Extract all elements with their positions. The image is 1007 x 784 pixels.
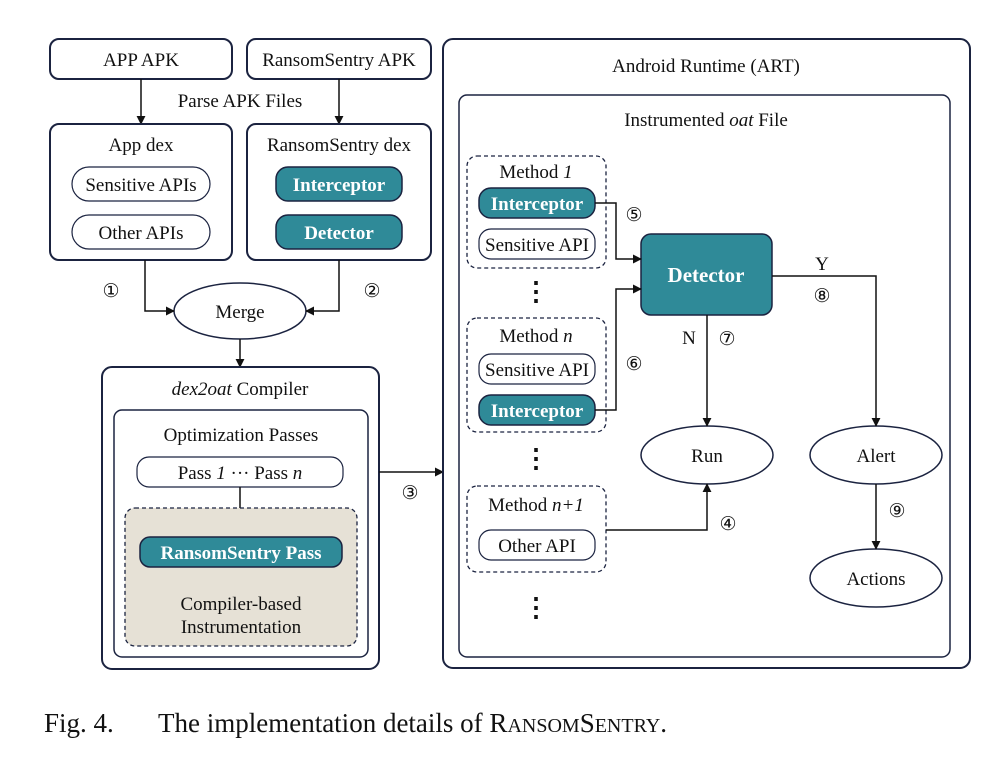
compiler-based-label: Compiler-based — [181, 594, 302, 615]
arrow-interceptor-1-to-detector — [595, 202, 642, 264]
method-n-plus-1-box: Method n+1 Other API — [466, 485, 607, 573]
step-1: ① — [102, 280, 119, 302]
merge-label: Merge — [215, 302, 264, 323]
figure-caption: Fig. 4.The implementation details of RAN… — [44, 708, 667, 738]
ransomsentry-apk-box: RansomSentry APK — [246, 38, 432, 80]
other-apis-label: Other APIs — [99, 223, 184, 244]
ellipsis-2: ⋮ — [523, 444, 549, 473]
method-1-interceptor-label: Interceptor — [491, 194, 584, 215]
pass-range-label: Pass 1 ··· Pass n — [178, 463, 303, 484]
ellipsis-3: ⋮ — [523, 593, 549, 622]
method-n-plus-1-label: Method n+1 — [488, 495, 584, 516]
arrow-other-api-to-run — [606, 483, 712, 531]
arrow-detector-to-alert — [772, 275, 881, 427]
ransomsentry-pass-label: RansomSentry Pass — [161, 543, 322, 564]
parse-apk-label: Parse APK Files — [178, 91, 303, 112]
arrow-interceptor-n-to-detector — [595, 284, 642, 411]
app-apk-label: APP APK — [103, 50, 179, 71]
step-6: ⑥ — [625, 353, 642, 375]
no-label: N — [682, 328, 696, 349]
step-3: ③ — [401, 482, 418, 504]
run-label: Run — [691, 446, 723, 467]
actions-node: Actions — [809, 548, 943, 608]
step-8: ⑧ — [813, 285, 830, 307]
detector-label: Detector — [304, 223, 374, 244]
sensitive-apis-label: Sensitive APIs — [85, 175, 196, 196]
ransomsentry-apk-label: RansomSentry APK — [262, 50, 416, 71]
actions-label: Actions — [846, 569, 905, 590]
method-n-interceptor-label: Interceptor — [491, 401, 584, 422]
method-1-label: Method 1 — [499, 162, 572, 183]
art-label: Android Runtime (ART) — [612, 56, 800, 77]
app-apk-box: APP APK — [49, 38, 233, 80]
detector-node-label: Detector — [668, 263, 745, 287]
alert-label: Alert — [856, 446, 896, 467]
optimization-passes-box: Optimization Passes Pass 1 ··· Pass n Ra… — [113, 409, 369, 658]
app-dex-box: App dex Sensitive APIs Other APIs — [49, 123, 233, 261]
arrow-rs-dex-to-merge — [305, 260, 340, 316]
method-1-sensitive-api-label: Sensitive API — [485, 235, 589, 256]
step-9: ⑨ — [888, 500, 905, 522]
optimization-passes-label: Optimization Passes — [164, 425, 319, 446]
step-4: ④ — [719, 513, 736, 535]
step-5: ⑤ — [625, 204, 642, 226]
ransomsentry-dex-label: RansomSentry dex — [267, 135, 412, 156]
run-node: Run — [640, 425, 774, 485]
arrow-app-dex-to-merge — [144, 260, 175, 316]
yes-label: Y — [815, 254, 829, 275]
method-n-label: Method n — [499, 326, 572, 347]
step-2: ② — [363, 280, 380, 302]
method-n-sensitive-api-label: Sensitive API — [485, 360, 589, 381]
method-1-box: Method 1 Interceptor Sensitive API — [466, 155, 607, 269]
interceptor-label: Interceptor — [293, 175, 386, 196]
merge-node: Merge — [173, 282, 307, 340]
oat-file-label: Instrumented oat File — [624, 110, 788, 131]
ransomsentry-dex-box: RansomSentry dex Interceptor Detector — [246, 123, 432, 261]
compiler-label: dex2oat Compiler — [172, 379, 309, 400]
instrumentation-label: Instrumentation — [181, 617, 302, 638]
ellipsis-1: ⋮ — [523, 277, 549, 306]
app-dex-label: App dex — [109, 135, 174, 156]
step-7: ⑦ — [718, 328, 735, 350]
alert-node: Alert — [809, 425, 943, 485]
method-n-plus-1-other-api-label: Other API — [498, 536, 576, 557]
method-n-box: Method n Sensitive API Interceptor — [466, 317, 607, 433]
detector-node: Detector — [640, 233, 773, 316]
